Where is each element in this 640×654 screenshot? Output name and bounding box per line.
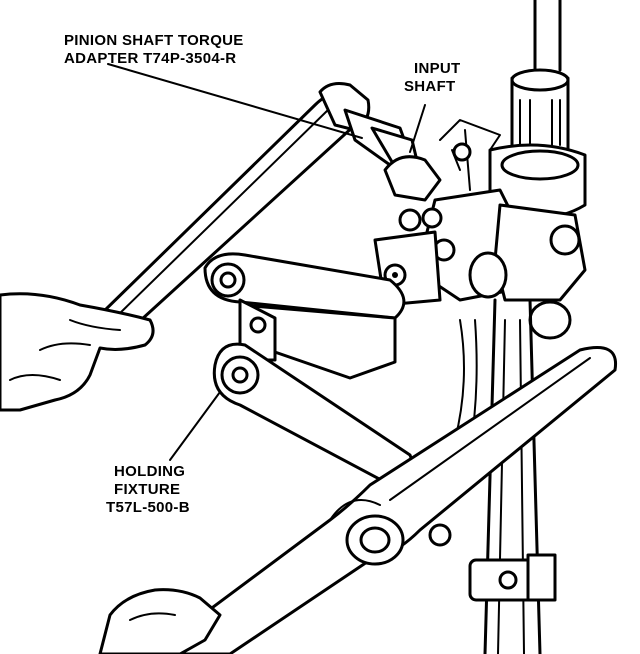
holding-fixture-label-line3: T57L-500-B [106,499,190,516]
holding-fixture-label-line2: FIXTURE [114,481,181,498]
pinion-adapter-label: PINION SHAFT TORQUE ADAPTER T74P-3504-R [64,32,244,68]
pinion-adapter-label-line1: PINION SHAFT TORQUE [64,32,244,49]
holding-fixture-label-line1: HOLDING [114,463,186,480]
holding-fixture-label: HOLDING FIXTURE T57L-500-B [106,463,190,517]
holding-fixture [203,252,415,492]
input-shaft-label-line2: SHAFT [404,78,456,95]
input-shaft-label-line1: INPUT [414,60,461,77]
top-cable [533,0,562,72]
torque-wrench [98,82,442,332]
input-shaft [510,68,570,158]
pinion-adapter-label-line2: ADAPTER T74P-3504-R [64,50,237,67]
lower-hand [98,588,222,654]
leader-lines [107,63,426,461]
holding-wrench [148,346,618,654]
upper-hand [0,292,155,412]
input-shaft-label: INPUT SHAFT [404,60,461,96]
